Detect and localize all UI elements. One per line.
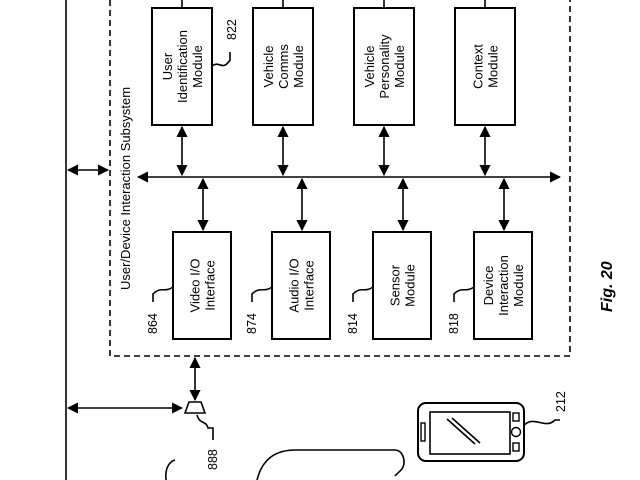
module-label-line: Video I/O: [188, 259, 203, 313]
module-label-line: Interface: [302, 260, 317, 311]
device-ref: 212: [554, 391, 568, 412]
module-label-line: Module: [403, 264, 418, 307]
module-box: [473, 231, 533, 340]
mobile-device-icon: [417, 402, 525, 462]
module-label-line: Device: [481, 266, 496, 306]
vehicle-outline: [256, 449, 405, 480]
module-label-line: Module: [291, 45, 306, 88]
module-ref-leader: [211, 52, 231, 67]
module-label-line: Interaction: [496, 255, 511, 316]
module-label-line: Context: [471, 44, 486, 89]
module-ref-number: 874: [245, 313, 259, 334]
module-ref-number: 822: [225, 19, 239, 40]
module-label-line: Sensor: [388, 264, 403, 306]
connector-888-icon: [183, 401, 207, 414]
module-ref-leader: [453, 286, 475, 302]
module-label-line: Module: [392, 45, 407, 88]
device-212-leader: [523, 419, 560, 426]
module-ref-leader: [352, 286, 374, 302]
module-label-line: Interface: [203, 260, 218, 311]
figure-label: Fig. 20: [599, 261, 616, 312]
module-label-line: Module: [190, 45, 205, 88]
module-label-line: Vehicle: [261, 46, 276, 88]
module-ref-number: 864: [146, 313, 160, 334]
module-label-line: Comms: [276, 44, 291, 89]
module-ref-number: 818: [447, 313, 461, 334]
module-box: [372, 231, 432, 340]
module-ref-number: 814: [346, 313, 360, 334]
module-box: [454, 7, 516, 126]
module-box: [151, 7, 213, 126]
module-label-line: Module: [511, 264, 526, 307]
module-label-line: Module: [486, 45, 501, 88]
module-label-line: User: [160, 52, 175, 80]
subsystem-boundary: [109, 0, 571, 357]
partial-shape-left: [165, 459, 176, 480]
module-label-line: Identification: [175, 30, 190, 103]
connector-888-leader: [196, 414, 214, 440]
connector-ref: 888: [206, 449, 220, 470]
module-box: [271, 231, 331, 340]
module-label-line: Personality: [377, 34, 392, 99]
module-ref-leader: [251, 286, 273, 302]
subsystem-title: User/Device Interaction Subsystem: [118, 87, 133, 290]
module-label-line: Vehicle: [362, 46, 377, 88]
module-box: [172, 231, 232, 340]
module-label-line: Audio I/O: [287, 258, 302, 312]
module-ref-leader: [152, 286, 174, 302]
